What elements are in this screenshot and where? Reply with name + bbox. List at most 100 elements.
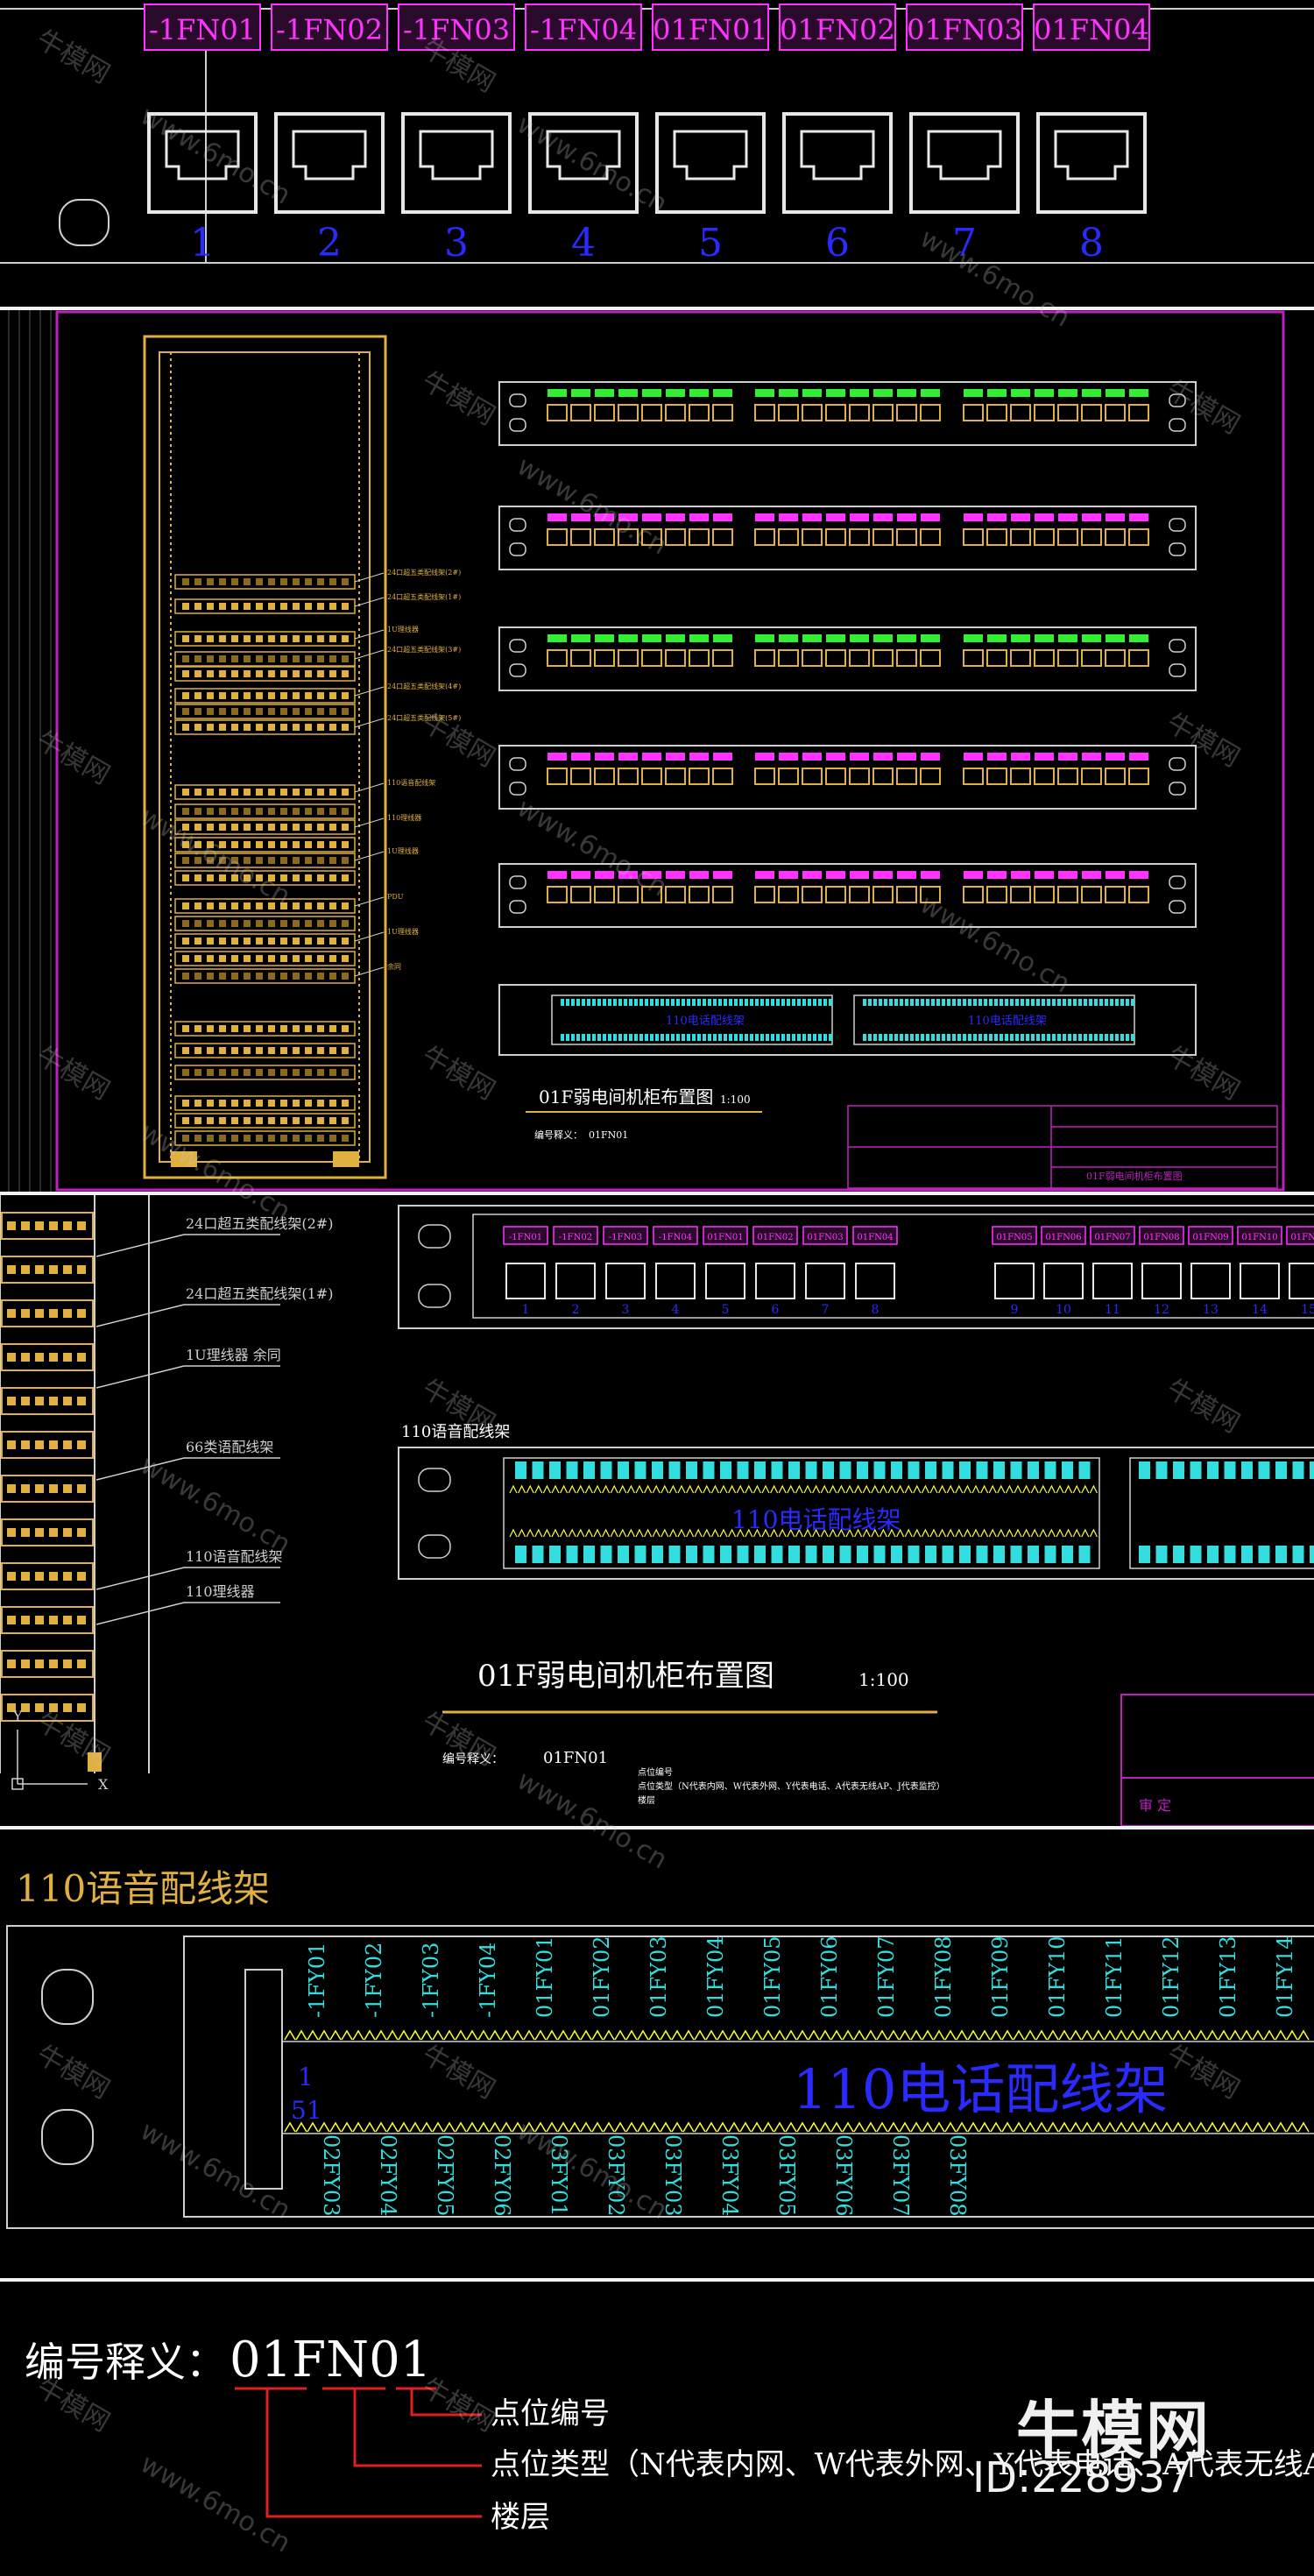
port-label: 01FN01 [707, 1233, 743, 1242]
rack-unit [174, 968, 356, 984]
rack-port [280, 973, 287, 980]
patch-panel-jack [665, 768, 686, 785]
rack-port [342, 824, 349, 831]
voice-tooth [762, 2121, 774, 2133]
voice-tooth [1229, 2029, 1241, 2041]
voice-port-label: 01FY08 [931, 1936, 956, 2018]
rack-port [305, 824, 312, 831]
rack-port [256, 1135, 263, 1142]
rack-port [293, 1135, 300, 1142]
rack-port [280, 1100, 287, 1107]
rack-port [268, 724, 275, 731]
voice-terminal [592, 999, 596, 1006]
voice-terminal [576, 1034, 580, 1041]
brand-id: ID:228937 [972, 2453, 1192, 2502]
rack-port [244, 655, 251, 662]
patch-panel-label [755, 389, 774, 397]
rack-port [219, 808, 226, 815]
patch-panel-jack [849, 404, 870, 421]
voice-tooth [896, 1528, 905, 1538]
rack-port [231, 973, 238, 980]
rack-unit [174, 631, 356, 647]
patch-panel-label [1035, 634, 1054, 642]
rack-port [207, 655, 214, 662]
rack-port [194, 692, 201, 699]
rack-port [231, 902, 238, 909]
voice-terminal [737, 1546, 749, 1563]
drawing-scale: 1:100 [858, 1669, 909, 1690]
patch-panel-label [802, 513, 822, 521]
port-number: 14 [1252, 1303, 1268, 1317]
patch-panel-jack [1105, 649, 1126, 667]
voice-terminal [829, 999, 832, 1006]
rack-slice [0, 1195, 150, 1773]
rack-port [231, 857, 238, 864]
voice-tooth [614, 2121, 626, 2133]
voice-terminal [729, 999, 732, 1006]
voice-terminal [600, 1546, 612, 1563]
voice-tooth [955, 1484, 964, 1494]
voice-tooth [593, 1528, 602, 1538]
voice-terminal [1010, 1461, 1022, 1479]
voice-terminal [947, 1034, 950, 1041]
voice-tooth [584, 1484, 593, 1494]
voice-tooth [318, 2029, 330, 2041]
voice-terminal [1310, 1461, 1314, 1479]
voice-tooth [1149, 2121, 1162, 2133]
rack-callout: 24口超五类配线架(1#) [186, 1285, 333, 1302]
voice-terminal [549, 1461, 561, 1479]
phone-panel-label: 110电话配线架 [731, 1505, 901, 1534]
rack-unit [174, 933, 356, 949]
rack-port [207, 1047, 214, 1054]
voice-tooth [1056, 1528, 1064, 1538]
voice-terminal [608, 999, 611, 1006]
rack-port [207, 973, 214, 980]
patch-panel-jack [1081, 886, 1102, 903]
rack-port [317, 808, 324, 815]
rack-port [305, 902, 312, 909]
patch-panel-label [1129, 513, 1148, 521]
voice-tooth [569, 2029, 581, 2041]
rack-port [329, 670, 336, 677]
voice-terminal [1094, 999, 1098, 1006]
rack-port [63, 1616, 72, 1624]
patch-panel-jack [1057, 886, 1078, 903]
voice-terminal [1000, 999, 1003, 1006]
voice-terminal [1105, 1034, 1108, 1041]
voice-tooth [1035, 2121, 1048, 2133]
patch-panel-jack [896, 649, 917, 667]
voice-terminal [661, 1034, 664, 1041]
rack-port [49, 1703, 58, 1712]
voice-tooth [1013, 2029, 1025, 2041]
rack-port [21, 1484, 30, 1493]
voice-terminal [925, 1546, 936, 1563]
voice-tooth [466, 2121, 478, 2133]
voice-tooth [762, 2029, 774, 2041]
rack-port [317, 1135, 324, 1142]
voice-tooth [512, 2121, 524, 2133]
rack-port [244, 938, 251, 945]
voice-port-label: 03FY05 [774, 2134, 799, 2217]
patch-panel-label [1106, 871, 1125, 879]
rack-port [256, 1117, 263, 1124]
mount-hole-icon [509, 900, 526, 914]
voice-terminal [959, 1546, 971, 1563]
voice-tooth [420, 2029, 433, 2041]
patch-panel-label [873, 389, 893, 397]
voice-tooth [1013, 2121, 1025, 2133]
voice-tooth [375, 2121, 387, 2133]
voice-tooth [1172, 2121, 1184, 2133]
rj45-socket-icon [927, 130, 1002, 180]
voice-terminal [755, 1034, 759, 1041]
voice-tooth [739, 2121, 752, 2133]
voice-tooth [652, 1484, 661, 1494]
voice-terminal [1031, 999, 1035, 1006]
voice-terminal [1005, 1034, 1008, 1041]
rack-port [342, 670, 349, 677]
patch-panel-label [666, 389, 685, 397]
voice-terminal [973, 1034, 977, 1041]
port-label-box [653, 1226, 698, 1245]
rack-port [182, 841, 189, 848]
rack-port [194, 789, 201, 796]
voice-terminal [1131, 999, 1134, 1006]
